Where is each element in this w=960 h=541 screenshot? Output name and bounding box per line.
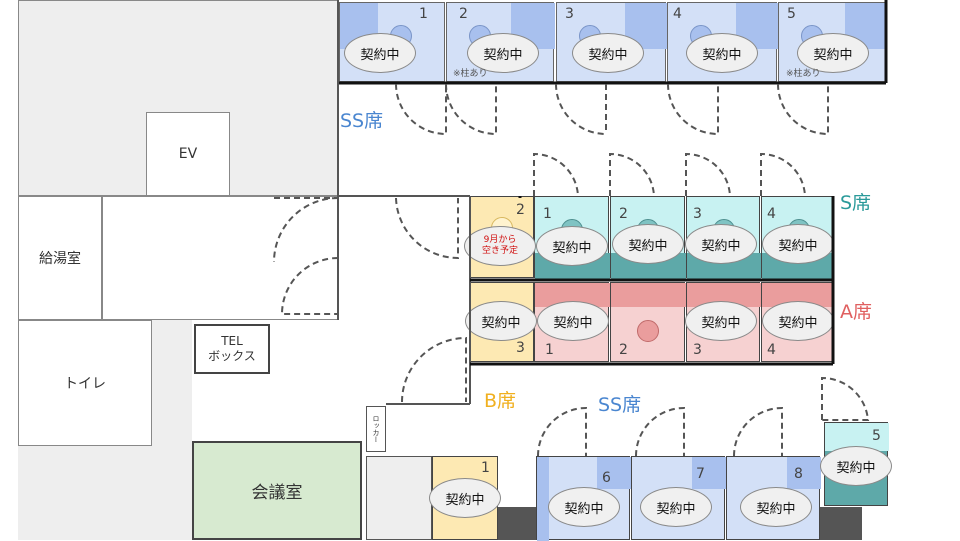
dark-block-2 <box>820 507 862 540</box>
locker-label: ロッカー <box>372 415 380 443</box>
kitchen-label: 給湯室 <box>39 251 81 267</box>
elevator: EV <box>146 112 230 196</box>
ss-bottom-status-8: 契約中 <box>740 487 812 527</box>
zone-label-ss-bottom: SS席 <box>598 394 642 416</box>
ss-right-status-5: 契約中 <box>820 446 892 486</box>
zone-label-s: S席 <box>840 192 872 214</box>
b-seat-number-3: 3 <box>516 340 525 356</box>
a-seat-number-4: 4 <box>767 342 776 358</box>
a-booth-2[interactable] <box>610 282 686 362</box>
b-status-3: 契約中 <box>465 301 537 341</box>
tel-box: TEL ボックス <box>194 324 270 374</box>
pillar-note-2: ※柱あり <box>453 69 488 79</box>
dark-block-1 <box>498 507 536 540</box>
meeting-room: 会議室 <box>192 441 362 540</box>
elevator-label: EV <box>178 146 198 162</box>
zone-label-ss-top: SS席 <box>340 110 384 132</box>
ss-bottom-seat-number-6: 6 <box>602 470 611 486</box>
s-seat-number-3: 3 <box>693 206 702 222</box>
ss-top-seat-number-3: 3 <box>565 6 574 22</box>
ss-top-seat-number-2: 2 <box>459 6 468 22</box>
ss-top-status-4: 契約中 <box>686 33 758 73</box>
locker: ロッカー <box>366 406 386 452</box>
ss-bottom-status-7: 契約中 <box>640 487 712 527</box>
bottom-status-1: 契約中 <box>429 478 501 518</box>
ss-top-seat-number-4: 4 <box>673 6 682 22</box>
upcoming-line-2: 空き予定 <box>481 246 518 256</box>
ss-top-seat-number-1: 1 <box>419 6 428 22</box>
ss-bottom-seat-number-7: 7 <box>696 466 705 482</box>
ss-top-status-1: 契約中 <box>344 33 416 73</box>
s-status-1: 契約中 <box>536 226 608 266</box>
bottom-seat-number-1: 1 <box>481 460 490 476</box>
zone-label-a: A席 <box>840 301 872 323</box>
a-seat-number-3: 3 <box>693 342 702 358</box>
ss-top-status-5: 契約中 <box>797 33 869 73</box>
pillar-note-5: ※柱あり <box>786 69 821 79</box>
a-seat-number-1: 1 <box>545 342 554 358</box>
upcoming-line-1: 9月から <box>483 235 517 245</box>
toilet: トイレ <box>18 320 152 446</box>
a-seat-number-2: 2 <box>619 342 628 358</box>
s-seat-number-1: 1 <box>543 206 552 222</box>
s-status-3: 契約中 <box>685 224 757 264</box>
tel-box-label-line1: TEL <box>221 334 243 348</box>
meeting-room-label: 会議室 <box>251 483 303 503</box>
ss-top-seat-number-5: 5 <box>787 6 796 22</box>
s-status-2: 契約中 <box>612 224 684 264</box>
s-status-4: 契約中 <box>762 224 834 264</box>
zone-label-b: B席 <box>484 390 517 412</box>
a-status-3: 契約中 <box>685 301 757 341</box>
ss-top-status-3: 契約中 <box>572 33 644 73</box>
ss-bottom-status-6: 契約中 <box>548 487 620 527</box>
s-seat-number-2: 2 <box>619 206 628 222</box>
tel-box-label-line2: ボックス <box>208 349 256 363</box>
a-status-1: 契約中 <box>537 301 609 341</box>
kitchen: 給湯室 <box>18 196 102 320</box>
s-seat-number-4: 4 <box>767 206 776 222</box>
b-seat-number-2: 2 <box>516 202 525 218</box>
toilet-label: トイレ <box>64 376 106 392</box>
ss-top-status-2: 契約中 <box>467 33 539 73</box>
b-status-2-upcoming: 9月から 空き予定 <box>464 226 536 266</box>
ss-bottom-seat-number-8: 8 <box>794 466 803 482</box>
ss-right-seat-number-5: 5 <box>872 428 881 444</box>
